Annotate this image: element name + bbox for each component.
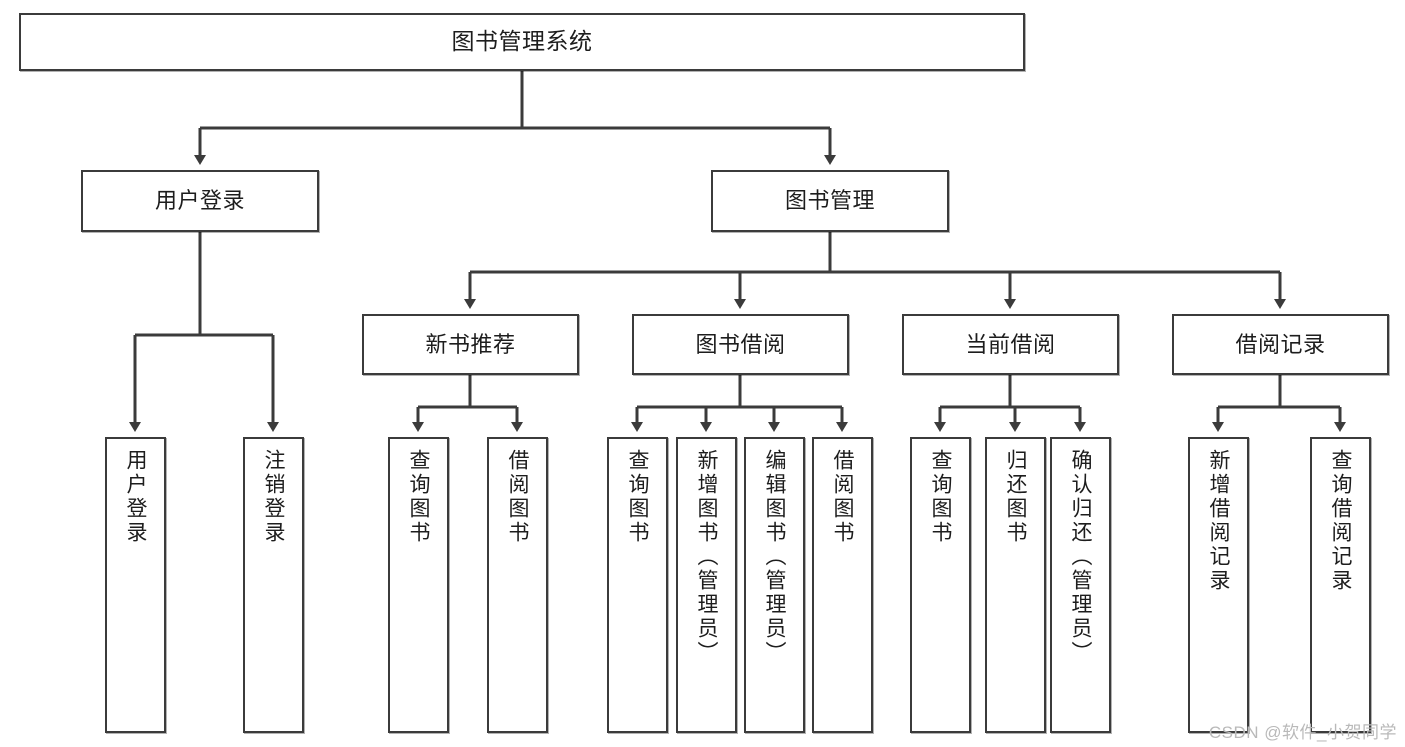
node-leaf-query-book-2-label: 查询图书	[626, 449, 649, 545]
node-leaf-logout-login[interactable]: 注销登录	[243, 437, 304, 733]
node-current-borrow-label: 当前借阅	[965, 331, 1056, 357]
node-leaf-user-login[interactable]: 用户登录	[105, 437, 166, 733]
node-leaf-logout-login-label: 注销登录	[262, 449, 285, 545]
node-leaf-add-book-admin-label: 新增图书（管理员）	[695, 449, 718, 665]
node-leaf-return-book[interactable]: 归还图书	[985, 437, 1046, 733]
node-leaf-user-login-label: 用户登录	[124, 449, 147, 545]
node-leaf-edit-book-admin-label: 编辑图书（管理员）	[763, 449, 786, 665]
node-leaf-query-book-3[interactable]: 查询图书	[910, 437, 971, 733]
node-user-login-label: 用户登录	[154, 188, 245, 214]
node-leaf-confirm-return-label: 确认归还（管理员）	[1069, 449, 1092, 665]
node-book-borrow[interactable]: 图书借阅	[632, 314, 849, 375]
node-leaf-query-book-3-label: 查询图书	[929, 449, 952, 545]
node-new-book-recommend-label: 新书推荐	[425, 331, 516, 357]
node-book-manage[interactable]: 图书管理	[711, 170, 949, 232]
node-leaf-return-book-label: 归还图书	[1004, 449, 1027, 545]
node-leaf-query-book-1-label: 查询图书	[407, 449, 430, 545]
node-leaf-query-book-1[interactable]: 查询图书	[388, 437, 449, 733]
node-leaf-add-record[interactable]: 新增借阅记录	[1188, 437, 1249, 733]
node-book-borrow-label: 图书借阅	[695, 331, 786, 357]
node-user-login[interactable]: 用户登录	[81, 170, 319, 232]
node-leaf-edit-book-admin[interactable]: 编辑图书（管理员）	[744, 437, 805, 733]
node-leaf-borrow-book-1-label: 借阅图书	[506, 449, 529, 545]
node-root[interactable]: 图书管理系统	[19, 13, 1025, 71]
node-current-borrow[interactable]: 当前借阅	[902, 314, 1119, 375]
node-borrow-record-label: 借阅记录	[1235, 331, 1326, 357]
node-leaf-confirm-return[interactable]: 确认归还（管理员）	[1050, 437, 1111, 733]
node-borrow-record[interactable]: 借阅记录	[1172, 314, 1389, 375]
node-leaf-borrow-book-2[interactable]: 借阅图书	[812, 437, 873, 733]
node-leaf-add-book-admin[interactable]: 新增图书（管理员）	[676, 437, 737, 733]
node-leaf-query-book-2[interactable]: 查询图书	[607, 437, 668, 733]
node-root-label: 图书管理系统	[451, 28, 593, 55]
watermark-text: CSDN @软件_小贺同学	[1208, 723, 1397, 742]
node-leaf-query-record-label: 查询借阅记录	[1329, 449, 1352, 593]
node-book-manage-label: 图书管理	[784, 188, 875, 214]
node-leaf-query-record[interactable]: 查询借阅记录	[1310, 437, 1371, 733]
node-leaf-borrow-book-2-label: 借阅图书	[831, 449, 854, 545]
node-new-book-recommend[interactable]: 新书推荐	[362, 314, 579, 375]
node-leaf-add-record-label: 新增借阅记录	[1207, 449, 1230, 593]
node-leaf-borrow-book-1[interactable]: 借阅图书	[487, 437, 548, 733]
